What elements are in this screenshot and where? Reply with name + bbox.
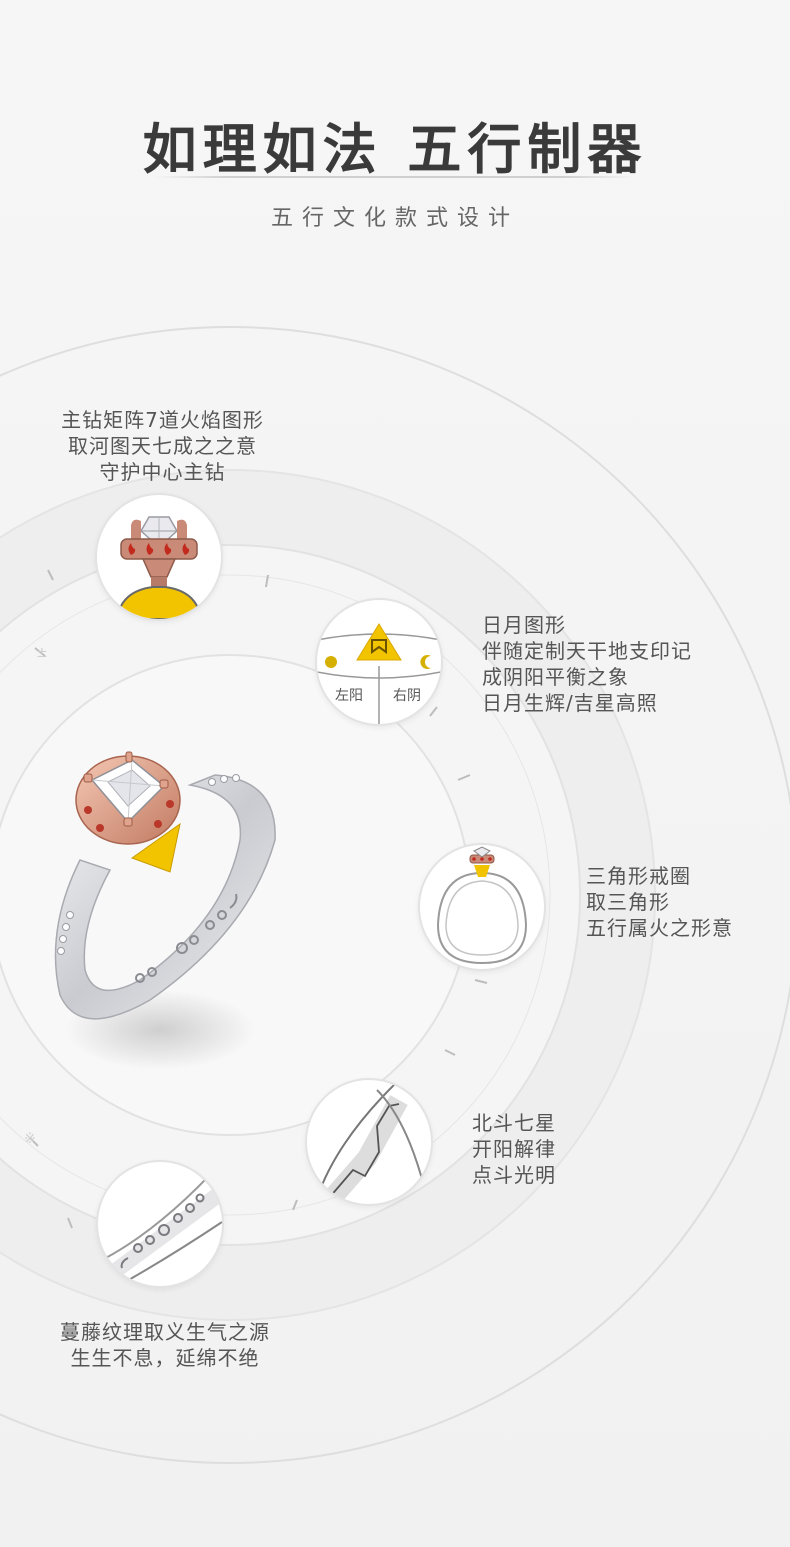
ring-tick-marks — [29, 569, 488, 1229]
sun-moon-detail-bubble: 左阳 右阴 — [315, 598, 443, 726]
flame-marks — [128, 543, 190, 555]
big-dipper-illustration — [316, 1080, 426, 1204]
triangle-line-2: 取三角形 — [586, 890, 670, 914]
sun-label: 左阳 — [335, 688, 363, 704]
sun-moon-feature-description: 日月图形 伴随定制天干地支印记 成阴阳平衡之象 日月生辉/吉星高照 — [482, 612, 692, 716]
sun-moon-line-2: 伴随定制天干地支印记 — [482, 639, 692, 663]
head-flame-marks — [84, 800, 174, 832]
vine-texture-illustration — [98, 1162, 222, 1286]
sun-moon-illustration: 左阳 右阴 — [317, 623, 441, 724]
page-title: 如理如法 五行制器 — [142, 118, 648, 181]
moon-icon — [420, 655, 431, 669]
moon-label: 右阴 — [393, 688, 421, 704]
sun-moon-line-4: 日月生辉/吉星高照 — [482, 691, 658, 715]
big-dipper-line-2: 开阳解律 — [472, 1137, 556, 1161]
sun-moon-line-3: 成阴阳平衡之象 — [482, 665, 629, 689]
flame-line-3: 守护中心主钻 — [99, 460, 226, 484]
big-dipper-line-1: 北斗七星 — [472, 1111, 556, 1135]
flame-setting-illustration — [115, 516, 203, 619]
flame-line-2: 取河图天七成之之意 — [68, 434, 257, 458]
sun-moon-line-1: 日月图形 — [482, 613, 566, 637]
vine-circles — [120, 1193, 205, 1269]
vine-feature-description: 蔓藤纹理取义生气之源 生生不息，延绵不绝 — [30, 1319, 300, 1371]
svg-text:±: ± — [36, 645, 48, 661]
page-subtitle: 五行文化款式设计 — [270, 206, 519, 231]
vine-line-1: 蔓藤纹理取义生气之源 — [60, 1320, 270, 1344]
big-dipper-bubble — [305, 1078, 433, 1206]
triangle-band-illustration — [436, 846, 528, 965]
vine-texture-bubble — [96, 1160, 224, 1288]
ring-product-image — [54, 751, 276, 1070]
flame-feature-description: 主钻矩阵7道火焰图形 取河图天七成之之意 守护中心主钻 — [40, 407, 285, 485]
flame-line-1: 主钻矩阵7道火焰图形 — [61, 408, 264, 432]
big-dipper-feature-description: 北斗七星 开阳解律 点斗光明 — [472, 1110, 556, 1188]
title-divider — [155, 176, 635, 178]
vine-line-2: 生生不息，延绵不绝 — [70, 1346, 260, 1370]
triangle-feature-description: 三角形戒圈 取三角形 五行属火之形意 — [586, 863, 733, 941]
big-dipper-line-3: 点斗光明 — [472, 1163, 556, 1187]
sun-icon — [325, 656, 337, 668]
triangle-line-1: 三角形戒圈 — [586, 864, 691, 888]
side-diamonds — [57, 774, 240, 955]
svg-text:※: ※ — [24, 1131, 36, 1147]
vine-engraving — [135, 893, 238, 983]
triangle-line-3: 五行属火之形意 — [586, 916, 733, 940]
triangle-band-bubble — [418, 843, 546, 971]
flame-detail-bubble — [95, 493, 223, 621]
